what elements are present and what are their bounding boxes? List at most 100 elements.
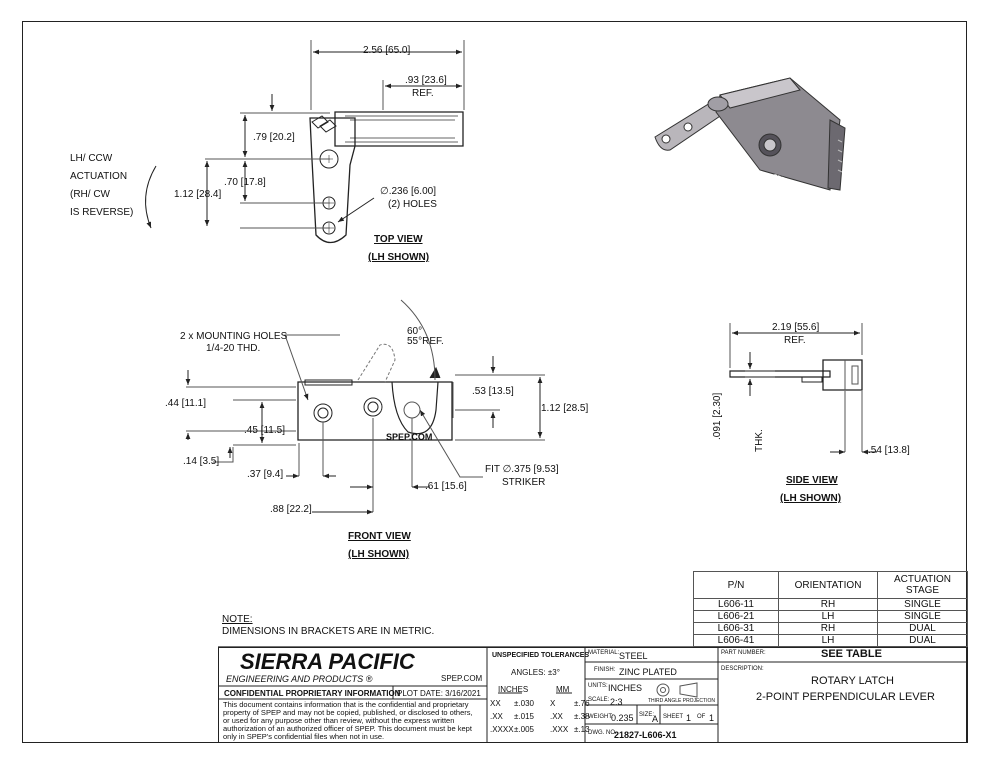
dim-54: .54 [13.8]	[868, 445, 910, 456]
hole-note: (2) HOLES	[388, 199, 437, 210]
material-value: STEEL	[619, 651, 648, 661]
cell-orientation: RH	[778, 598, 878, 611]
tolerance-inches-label: INCHES	[498, 685, 529, 694]
cell-pn: L606-21	[693, 610, 779, 623]
front-view-subtitle: (LH SHOWN)	[348, 549, 410, 560]
dim-c: 1.12 [28.4]	[174, 189, 222, 200]
top-view-title: TOP VIEW	[374, 234, 423, 245]
plot-date: PLOT DATE: 3/16/2021	[397, 689, 481, 698]
dim-b: .70 [17.8]	[224, 177, 266, 188]
part-number-table: P/N ORIENTATION ACTUATION STAGE L606-11 …	[693, 571, 968, 647]
tolerance-title: UNSPECIFIED TOLERANCES	[492, 652, 590, 659]
cell-orientation: LH	[778, 634, 878, 647]
weight-label: WEIGHT:	[588, 714, 613, 720]
front-view-part	[297, 343, 453, 441]
table-row: L606-41 LH DUAL	[693, 634, 968, 647]
dim-88: .88 [22.2]	[270, 504, 312, 515]
part-number-value: SEE TABLE	[821, 648, 882, 660]
description-line2: 2-POINT PERPENDICULAR LEVER	[756, 691, 935, 703]
cell-pn: L606-11	[693, 598, 779, 611]
side-ref-label: REF.	[784, 335, 806, 346]
top-view-subtitle: (LH SHOWN)	[368, 252, 430, 263]
top-view-part	[309, 111, 464, 244]
sheet-label: SHEET	[663, 714, 684, 720]
dim-14: .14 [3.5]	[183, 456, 220, 467]
notes-title: NOTE:	[222, 614, 253, 625]
size-label: SIZE:	[639, 712, 655, 718]
description-line1: ROTARY LATCH	[811, 675, 894, 687]
dim-ref: .93 [23.6]	[405, 75, 447, 86]
dim-37: .37 [9.4]	[247, 469, 284, 480]
company-name: SIERRA PACIFIC	[240, 649, 415, 674]
actuation-line1: LH/ CCW	[70, 153, 113, 164]
units-value: INCHES	[608, 683, 643, 693]
units-label: UNITS:	[588, 683, 608, 689]
dim-219: 2.19 [55.6]	[772, 322, 820, 333]
angle-60: 60°	[407, 326, 423, 337]
cell-pn: L606-31	[693, 622, 779, 635]
confidential-text: This document contains information that …	[223, 700, 473, 741]
mount-note-1: 2 x MOUNTING HOLES	[180, 331, 288, 342]
actuation-line2: ACTUATION	[70, 171, 128, 182]
dim-45: .45 [11.5]	[244, 425, 285, 436]
striker-label: STRIKER	[502, 477, 546, 488]
sheet-value: 1	[686, 713, 692, 723]
dwg-number: 21827-L606-X1	[614, 730, 677, 740]
side-view-part	[729, 359, 863, 391]
dwg-label: DWG. NO.	[588, 730, 617, 736]
dim-091: .091 [2.30]	[712, 392, 723, 440]
cell-orientation: LH	[778, 610, 878, 623]
front-view-title: FRONT VIEW	[348, 531, 411, 542]
weight-value: 0.235	[611, 713, 634, 723]
notes-text: DIMENSIONS IN BRACKETS ARE IN METRIC.	[222, 626, 435, 637]
striker-fit: FIT ∅.375 [9.53]	[485, 464, 559, 475]
side-view-subtitle: (LH SHOWN)	[780, 493, 842, 504]
table-row: L606-31 RH DUAL	[693, 622, 968, 635]
header-actuation: ACTUATION STAGE	[877, 571, 968, 599]
finish-value: ZINC PLATED	[619, 667, 677, 677]
confidential-title: CONFIDENTIAL PROPRIETARY INFORMATION	[224, 689, 401, 698]
thk-label: THK.	[754, 429, 765, 452]
header-pn: P/N	[693, 571, 779, 599]
tolerance-mm-label: MM	[556, 685, 570, 694]
sheet-total: 1	[709, 713, 715, 723]
table-row: L606-11 RH SINGLE	[693, 598, 968, 611]
cell-pn: L606-41	[693, 634, 779, 647]
scale-value: 2:3	[610, 697, 623, 707]
table-row: L606-21 LH SINGLE	[693, 610, 968, 623]
description-label: DESCRIPTION:	[721, 666, 764, 672]
dim-44: .44 [11.1]	[165, 398, 206, 409]
cell-stage: DUAL	[877, 634, 968, 647]
angle-55: 55°REF.	[407, 336, 444, 347]
of-label: OF	[697, 714, 706, 720]
iso-view-part	[654, 77, 846, 191]
hole-dia: ∅.236 [6.00]	[380, 186, 436, 197]
scale-label: SCALE:	[588, 697, 610, 703]
finish-label: FINISH:	[594, 667, 616, 673]
material-label: MATERIAL:	[588, 650, 620, 656]
size-value: A	[652, 714, 659, 724]
company-website: SPEP.COM	[441, 674, 483, 683]
cell-stage: SINGLE	[877, 598, 968, 611]
tolerance-angles: ANGLES: ±3°	[511, 668, 560, 677]
cell-stage: DUAL	[877, 622, 968, 635]
actuation-line3: (RH/ CW	[70, 189, 110, 200]
mount-note-2: 1/4-20 THD.	[206, 343, 261, 354]
part-number-label: PART NUMBER:	[721, 650, 766, 656]
cell-stage: SINGLE	[877, 610, 968, 623]
projection-label: THIRD ANGLE PROJECTION	[648, 698, 715, 704]
ref-label: REF.	[412, 88, 434, 99]
dim-a: .79 [20.2]	[253, 132, 295, 143]
dim-53: .53 [13.5]	[472, 386, 514, 397]
side-view-title: SIDE VIEW	[786, 475, 838, 486]
actuation-line4: IS REVERSE)	[70, 207, 134, 218]
dim-overall: 2.56 [65.0]	[363, 45, 411, 56]
front-brand: SPEP.COM	[386, 432, 433, 442]
header-orientation: ORIENTATION	[778, 571, 878, 599]
dim-112: 1.12 [28.5]	[541, 403, 589, 414]
title-block	[218, 647, 968, 743]
dim-61: .61 [15.6]	[425, 481, 467, 492]
cell-orientation: RH	[778, 622, 878, 635]
